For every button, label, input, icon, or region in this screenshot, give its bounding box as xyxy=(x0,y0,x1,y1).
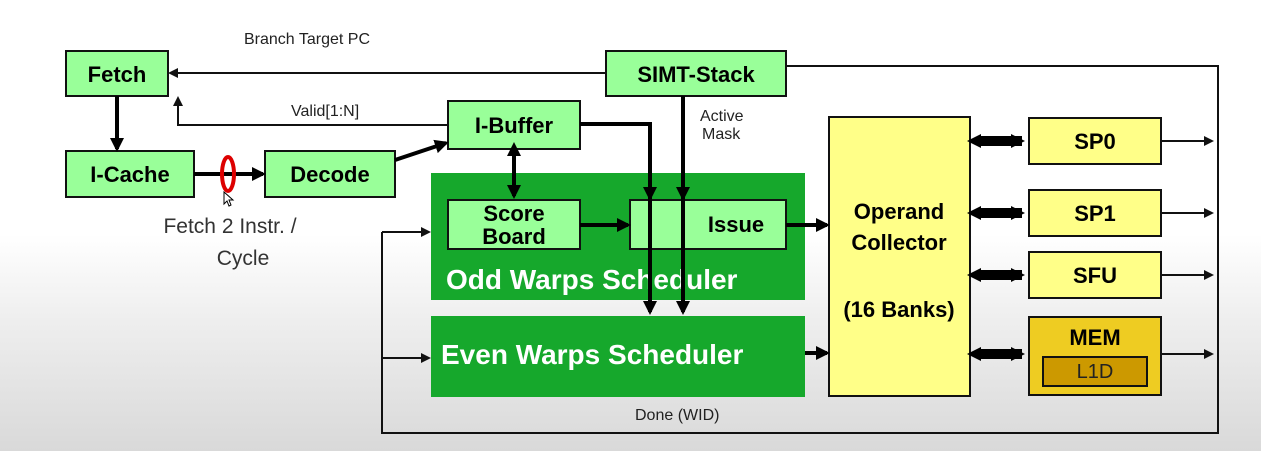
even-warps-scheduler-label: Even Warps Scheduler xyxy=(441,339,743,370)
scoreboard-label-line1: Score xyxy=(483,201,544,226)
mem-label: MEM xyxy=(1069,325,1120,350)
decode-label: Decode xyxy=(290,162,369,187)
decode-block xyxy=(264,150,396,198)
issue-block xyxy=(629,199,787,250)
active-label: Active xyxy=(700,108,744,125)
scoreboard-label-line2: Board xyxy=(482,224,546,249)
simt-stack-label: SIMT-Stack xyxy=(637,62,755,87)
operand-collector-label-line2: Collector xyxy=(851,230,947,255)
sp0-label: SP0 xyxy=(1074,129,1116,154)
even-warps-scheduler-panel xyxy=(431,316,805,397)
operand-collector-label-line1: Operand xyxy=(854,199,944,224)
fetch-note-line1: Fetch 2 Instr. / xyxy=(163,215,296,238)
sp0-block xyxy=(1028,117,1162,165)
fetch-label: Fetch xyxy=(88,62,147,87)
fetch-note-line2: Cycle xyxy=(217,247,270,270)
pipeline-register-marker xyxy=(220,155,236,193)
sp1-block xyxy=(1028,189,1162,237)
branch-target-pc-label: Branch Target PC xyxy=(244,31,370,48)
decode-to-ibuffer-arrow xyxy=(394,139,449,162)
sp1-label: SP1 xyxy=(1074,201,1116,226)
l1d-block xyxy=(1042,356,1148,387)
operand-collector-block xyxy=(828,116,971,397)
odd-warps-scheduler-label: Odd Warps Scheduler xyxy=(446,264,738,295)
ibuffer-label: I-Buffer xyxy=(475,113,554,138)
sfu-block xyxy=(1028,251,1162,299)
sfu-label: SFU xyxy=(1073,263,1117,288)
icache-label: I-Cache xyxy=(90,162,169,187)
valid-label: Valid[1:N] xyxy=(291,103,359,120)
issue-label: Issue xyxy=(708,212,764,237)
mask-label: Mask xyxy=(702,126,741,143)
valid-arrow xyxy=(173,96,448,126)
simt-stack-block xyxy=(605,50,787,97)
mouse-cursor-icon xyxy=(223,190,235,207)
operand-collector-label-line3: (16 Banks) xyxy=(843,297,954,322)
scoreboard-block xyxy=(447,199,581,250)
l1d-label: L1D xyxy=(1077,361,1114,383)
done-wid-label: Done (WID) xyxy=(635,407,719,424)
simt-stack-feedback-wire xyxy=(381,65,1219,434)
